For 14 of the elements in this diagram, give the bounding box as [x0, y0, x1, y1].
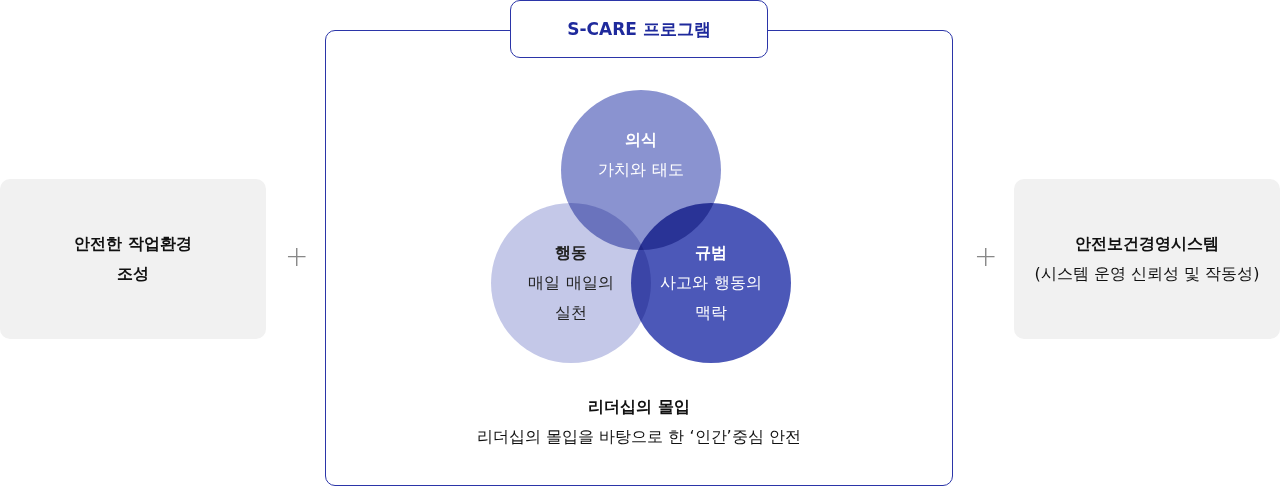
box-heading: 안전보건경영시스템 — [1074, 233, 1220, 255]
circle-text: 가치와 태도 — [597, 159, 685, 181]
title-tab: S-CARE 프로그램 — [510, 0, 768, 58]
plus-sign: + — [974, 240, 998, 273]
section-heading: 리더십의 몰입 — [587, 397, 691, 418]
plus-sign: + — [285, 240, 309, 273]
circle-heading: 의식 — [624, 129, 658, 151]
box-text: (시스템 운영 신뢰성 및 작동성) — [1034, 263, 1260, 285]
circle-text: 사고와 행동의 맥락 — [659, 272, 763, 324]
circle-heading: 규범 — [694, 242, 728, 264]
box-heading: 안전한 작업환경 조성 — [73, 233, 193, 285]
section-text: 리더십의 몰입을 바탕으로 한 ‘인간’중심 안전 — [476, 427, 802, 448]
circle-text: 매일 매일의 실천 — [527, 272, 615, 324]
circle-heading: 행동 — [554, 242, 588, 264]
